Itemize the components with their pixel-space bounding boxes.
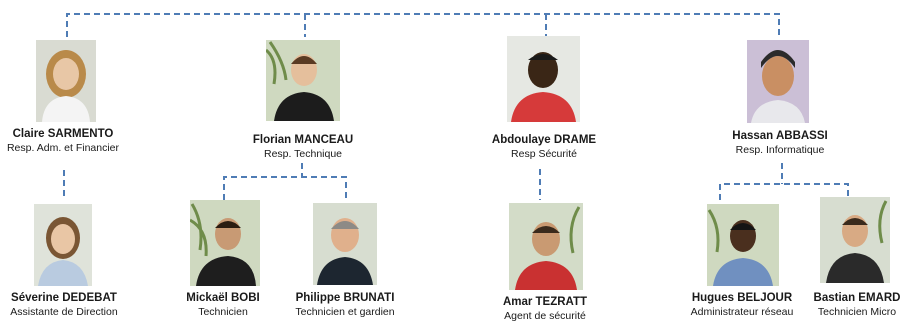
- person-photo-manceau: [266, 40, 340, 121]
- person-photo-abbassi: [747, 40, 809, 123]
- person-role: Resp. Adm. et Financier: [6, 141, 120, 154]
- person-role: Technicien et gardien: [295, 305, 395, 318]
- portrait-image: [509, 203, 583, 290]
- person-role: Administrateur réseau: [690, 305, 794, 318]
- person-name: Amar TEZRATT: [502, 296, 588, 308]
- portrait-image: [190, 200, 260, 286]
- person-role: Resp Sécurité: [511, 147, 577, 160]
- person-label-tezratt: Amar TEZRATT Agent de sécurité: [486, 296, 604, 322]
- person-role: Assistante de Direction: [10, 305, 118, 318]
- portrait-image: [313, 203, 377, 285]
- person-photo-bobi: [190, 200, 260, 286]
- person-label-bobi: Mickaël BOBI Technicien: [168, 292, 278, 318]
- person-name: Hugues BELJOUR: [691, 292, 793, 304]
- portrait-image: [747, 40, 809, 123]
- person-label-dedebat: Séverine DEDEBAT Assistante de Direction: [0, 292, 128, 318]
- person-label-beljour: Hugues BELJOUR Administrateur réseau: [686, 292, 798, 318]
- person-photo-dedebat: [34, 204, 92, 286]
- portrait-image: [820, 197, 890, 283]
- person-role: Technicien: [198, 305, 248, 318]
- portrait-image: [34, 204, 92, 286]
- person-role: Agent de sécurité: [504, 309, 586, 322]
- person-photo-sarmento: [36, 40, 96, 122]
- person-label-sarmento: Claire SARMENTO Resp. Adm. et Financier: [0, 128, 126, 154]
- person-name: Mickaël BOBI: [186, 292, 260, 304]
- person-photo-tezratt: [509, 203, 583, 290]
- person-photo-emard: [820, 197, 890, 283]
- person-label-abbassi: Hassan ABBASSI Resp. Informatique: [718, 130, 842, 156]
- portrait-image: [266, 40, 340, 121]
- person-photo-beljour: [707, 204, 779, 286]
- person-name: Abdoulaye DRAME: [491, 134, 597, 146]
- person-name: Claire SARMENTO: [12, 128, 114, 140]
- portrait-image: [36, 40, 96, 122]
- person-name: Hassan ABBASSI: [732, 130, 828, 142]
- connector-manceau-team: [223, 163, 347, 200]
- person-label-drame: Abdoulaye DRAME Resp Sécurité: [476, 134, 612, 160]
- person-label-emard: Bastian EMARD Technicien Micro: [804, 292, 910, 318]
- person-photo-drame: [507, 36, 580, 122]
- person-role: Resp. Technique: [263, 147, 343, 160]
- person-label-brunati: Philippe BRUNATI Technicien et gardien: [280, 292, 410, 318]
- person-name: Philippe BRUNATI: [295, 292, 395, 304]
- person-role: Resp. Informatique: [735, 143, 825, 156]
- connector-abbassi-team: [719, 163, 849, 200]
- person-label-manceau: Florian MANCEAU Resp. Technique: [241, 134, 365, 160]
- person-role: Technicien Micro: [817, 305, 897, 318]
- person-name: Florian MANCEAU: [252, 134, 354, 146]
- person-name: Bastian EMARD: [813, 292, 901, 304]
- connector-top-bus: [66, 13, 780, 37]
- portrait-image: [707, 204, 779, 286]
- person-photo-brunati: [313, 203, 377, 285]
- portrait-image: [507, 36, 580, 122]
- person-name: Séverine DEDEBAT: [11, 292, 117, 304]
